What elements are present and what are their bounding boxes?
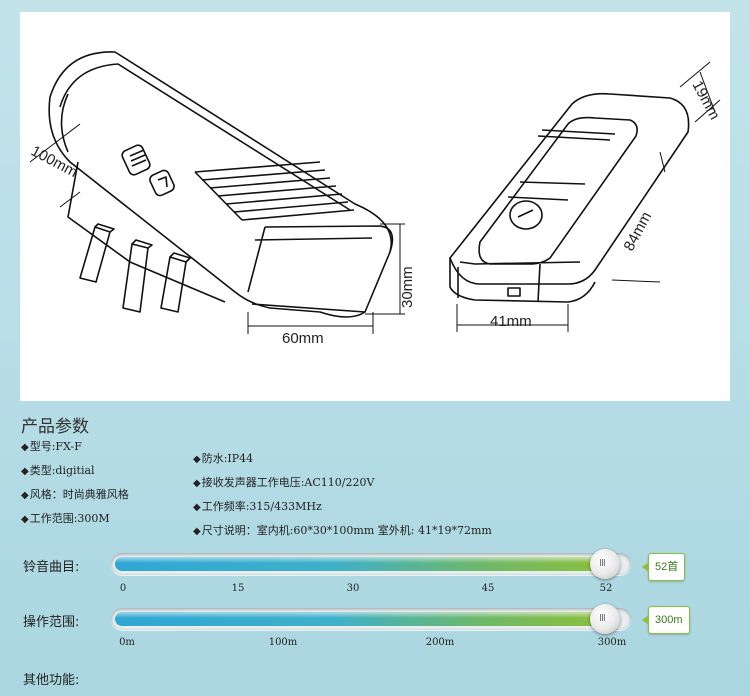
section-title-product-parameters: 产品参数	[21, 417, 89, 437]
tick-label: 0	[119, 583, 127, 594]
dimension-transmitter-length: 84mm	[621, 209, 656, 254]
operating-range-label: 操作范围:	[23, 615, 80, 630]
spec-bullet-icon: ◆	[21, 466, 29, 477]
spec-type: ◆类型:digitial	[21, 462, 95, 478]
spec-text: 风格：时尚典雅风格	[29, 488, 129, 501]
ringtone-count-slider[interactable]	[111, 553, 631, 575]
spec-text: 型号:FX-F	[29, 440, 82, 453]
tick-label: 200m	[425, 637, 455, 648]
ringtone-count-label: 铃音曲目:	[23, 560, 80, 575]
product-line-drawing: 100mm 30mm 60mm 19mm 84mm 41mm	[28, 51, 723, 347]
spec-waterproof: ◆防水:IP44	[193, 450, 253, 466]
tick-label: 30	[346, 583, 360, 594]
spec-voltage: ◆接收发声器工作电压:AC110/220V	[193, 474, 374, 490]
spec-bullet-icon: ◆	[21, 442, 29, 453]
grip-icon: III	[599, 613, 606, 624]
product-drawing-panel: 100mm 30mm 60mm 19mm 84mm 41mm	[20, 12, 730, 401]
spec-bullet-icon: ◆	[193, 478, 201, 489]
operating-range-knob[interactable]: III	[590, 604, 620, 634]
spec-size: ◆尺寸说明：室内机:60*30*100mm 室外机: 41*19*72mm	[193, 522, 492, 538]
spec-bullet-icon: ◆	[193, 526, 201, 537]
dimension-transmitter-thickness: 19mm	[688, 78, 723, 123]
spec-bullet-icon: ◆	[21, 490, 29, 501]
ringtone-count-fill	[115, 557, 605, 571]
ringtone-count-knob[interactable]: III	[590, 549, 620, 579]
spec-bullet-icon: ◆	[193, 502, 201, 513]
operating-range-slider[interactable]	[111, 608, 631, 630]
other-functions-title: 其他功能:	[23, 673, 80, 688]
spec-text: 尺寸说明：室内机:60*30*100mm 室外机: 41*19*72mm	[201, 524, 492, 537]
spec-range: ◆工作范围:300M	[21, 510, 110, 526]
dimension-receiver-width: 60mm	[282, 330, 324, 347]
operating-range-fill	[115, 612, 605, 626]
dimension-receiver-depth: 100mm	[28, 143, 80, 181]
spec-text: 工作范围:300M	[29, 512, 110, 525]
spec-style: ◆风格：时尚典雅风格	[21, 486, 129, 502]
tick-label: 15	[231, 583, 245, 594]
spec-text: 工作频率:315/433MHz	[201, 500, 322, 513]
spec-text: 类型:digitial	[29, 464, 95, 477]
tick-label: 45	[481, 583, 495, 594]
ringtone-count-value: 52首	[641, 553, 686, 581]
spec-bullet-icon: ◆	[21, 514, 29, 525]
tick-label: 100m	[268, 637, 298, 648]
tick-label: 52	[599, 583, 613, 594]
tick-label: 0m	[119, 637, 135, 648]
grip-icon: III	[599, 558, 606, 569]
dimension-receiver-height: 30mm	[399, 266, 416, 308]
dimension-transmitter-width: 41mm	[490, 313, 532, 330]
tick-label: 300m	[597, 637, 627, 648]
spec-text: 接收发声器工作电压:AC110/220V	[201, 476, 375, 489]
spec-model: ◆型号:FX-F	[21, 438, 82, 454]
spec-bullet-icon: ◆	[193, 454, 201, 465]
spec-frequency: ◆工作频率:315/433MHz	[193, 498, 322, 514]
operating-range-value: 300m	[642, 606, 690, 634]
spec-text: 防水:IP44	[201, 452, 254, 465]
